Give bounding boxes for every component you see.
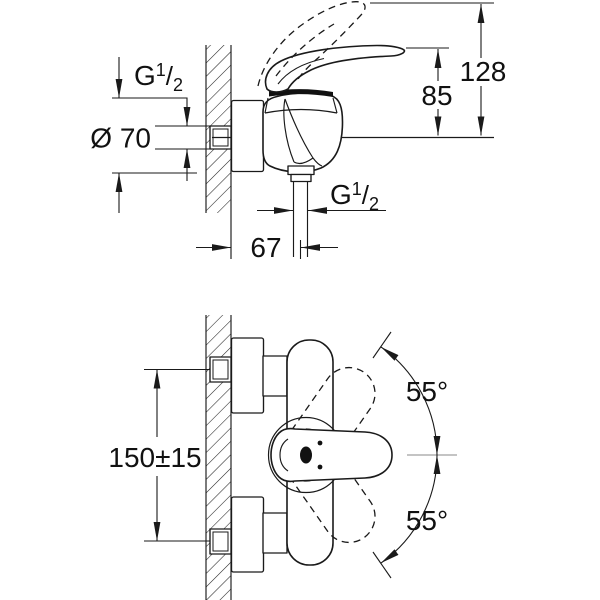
dim-raised-height: 128 [370, 2, 507, 136]
angle-down-label: 55° [406, 505, 448, 536]
handle-dot-top [317, 440, 323, 446]
spout-blade-edge [284, 98, 323, 167]
handle-base-contour [279, 438, 289, 472]
cap-skirt-bottom [264, 108, 338, 114]
spacing-label: 150±15 [108, 442, 201, 473]
swivel-angle-annotation: 55° 55° [372, 331, 457, 579]
handle-dot-bottom [317, 464, 323, 470]
shower-outlet [287, 165, 315, 259]
lever-outline [264, 44, 406, 93]
lever-handle-plan [270, 427, 393, 483]
handle-outline-plan [270, 427, 393, 483]
dim-outlet-thread: G1/2 [257, 179, 386, 214]
wall-unions [209, 356, 232, 555]
dim-handle-height: 85 [406, 47, 453, 136]
spout-blade-tip [293, 157, 314, 164]
escutcheon-side [230, 99, 265, 173]
raised-lever-inner [275, 23, 335, 77]
escutcheon-top [230, 337, 265, 414]
inlet-thread-leader-top [112, 97, 191, 126]
lever-sculpt-line [277, 57, 325, 85]
plan-view: 150±15 55° 55° [108, 315, 457, 600]
body-outline [262, 92, 344, 173]
escutcheons-plan [230, 337, 288, 573]
escutcheon-bottom [230, 496, 265, 573]
lever-handle-raised-dashed [257, 1, 366, 87]
dim67-label: 67 [250, 232, 281, 263]
union-nut-top-inner [212, 359, 229, 380]
inlet-stub-top [262, 355, 288, 397]
dim-connection-spacing: 150±15 [108, 368, 210, 542]
union-nut-bottom-inner [212, 531, 229, 552]
inlet-stub-bottom [262, 512, 288, 554]
swivel-tick-up [372, 331, 392, 359]
swivel-arc-down [380, 454, 441, 564]
swivel-arc-up [380, 346, 441, 456]
handle-indicator-dot [300, 446, 312, 464]
dim128-label: 128 [460, 56, 507, 87]
dia70-label: Ø 70 [90, 123, 151, 154]
outlet-nut-upper [287, 165, 315, 176]
spout-blade-edge-2 [283, 98, 295, 163]
dim-inlet-thread: G1/2 [112, 60, 210, 181]
swivel-tick-down [372, 551, 392, 579]
dim-escutcheon-diameter: Ø 70 [90, 57, 197, 213]
cap-skirt-right [332, 97, 338, 114]
angle-up-label: 55° [406, 376, 448, 407]
outlet-nut-lower [290, 173, 312, 183]
side-view: G1/2 Ø 70 85 128 67 [90, 1, 507, 263]
inlet-thread-label: G1/2 [134, 60, 183, 95]
lever-handle-side [264, 44, 406, 97]
outlet-thread-label: G1/2 [330, 179, 379, 214]
mixer-body-side [262, 92, 344, 173]
wall-section [205, 45, 232, 259]
raised-lever-outline [257, 1, 366, 87]
cap-skirt-left [264, 97, 269, 114]
dim85-label: 85 [421, 80, 452, 111]
dim-wall-to-outlet: 67 [196, 232, 338, 263]
